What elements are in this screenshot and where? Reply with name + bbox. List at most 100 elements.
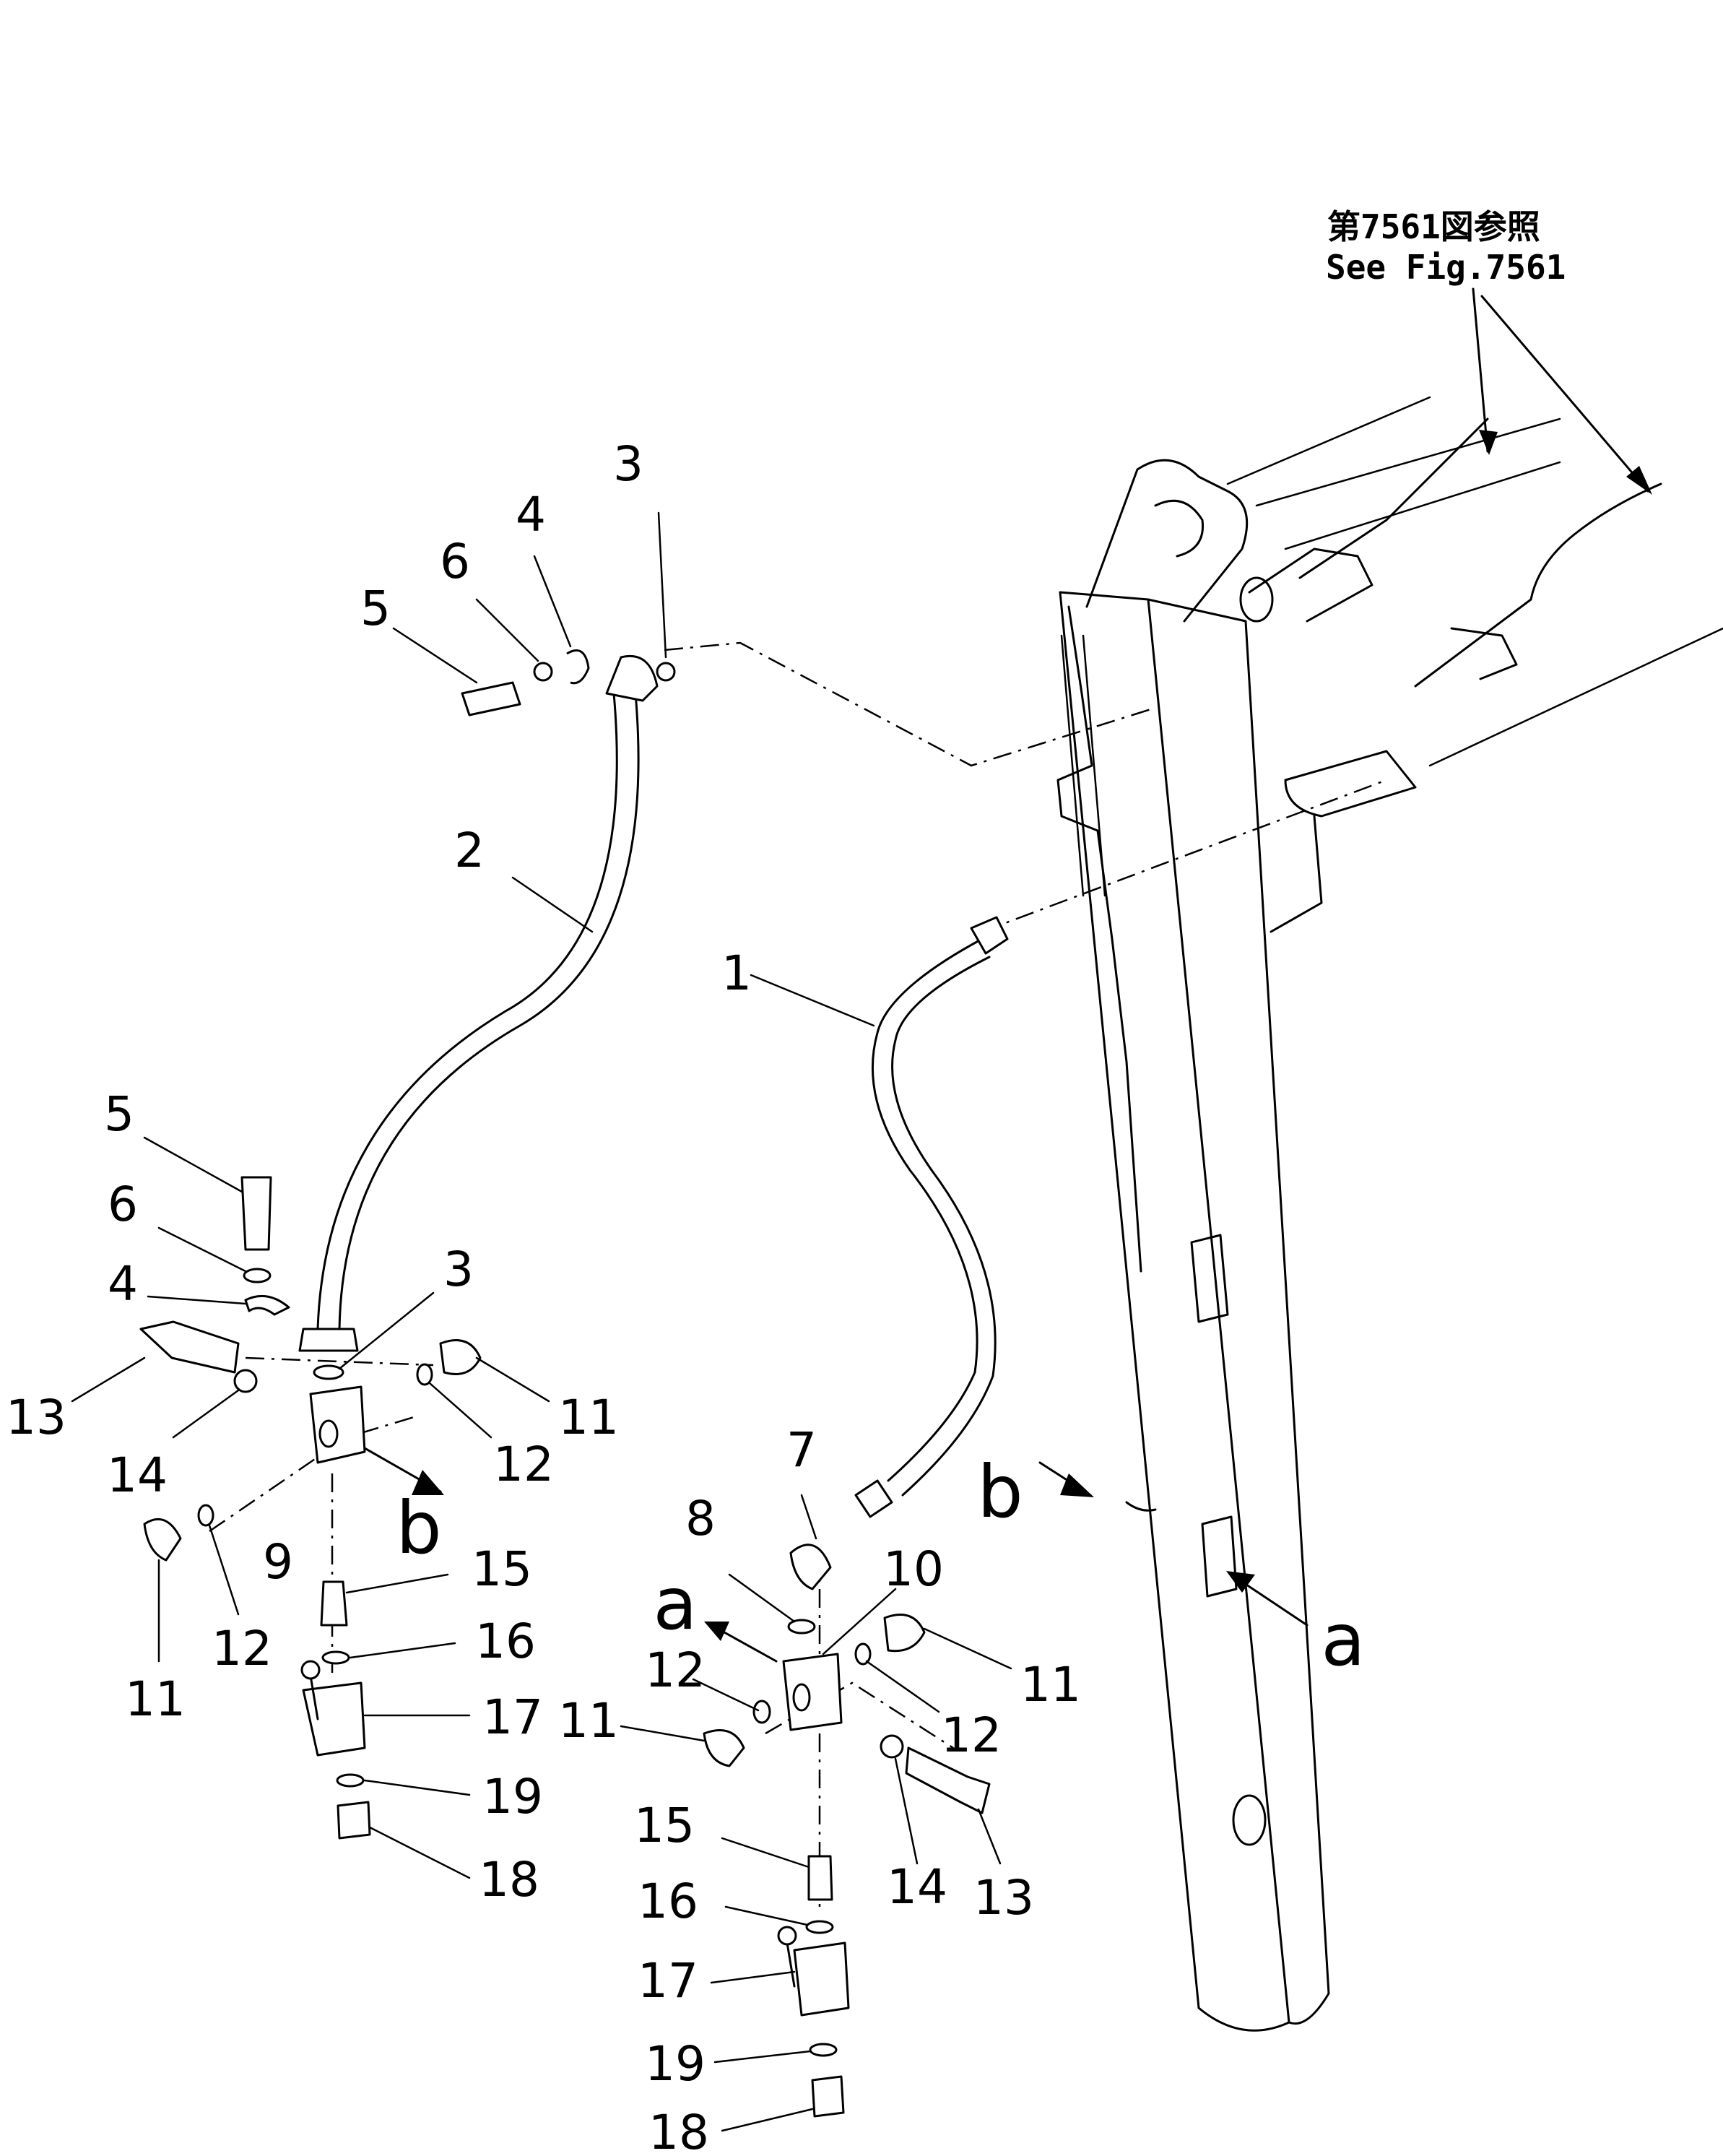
washer-6-top — [533, 662, 553, 682]
block-9-port — [318, 1419, 339, 1448]
assembly-lines — [209, 641, 1387, 1914]
valve-17-left-knob — [300, 1660, 321, 1680]
clamp-bracket — [1450, 627, 1518, 680]
leader-4-top — [533, 555, 572, 648]
centerline-left-h — [245, 1356, 434, 1367]
leader-14-right — [894, 1757, 919, 1865]
plug-18-left — [337, 1801, 371, 1840]
boom-arm — [1056, 396, 1723, 2032]
leader-15-right — [721, 1837, 810, 1869]
valve-17-right-lever — [786, 1941, 796, 1988]
oring-3-left — [313, 1364, 344, 1380]
centerline-hose1-top — [981, 779, 1387, 933]
oring-8 — [787, 1619, 816, 1635]
oring-12-left-top — [416, 1363, 433, 1386]
hose-2-outer — [316, 692, 618, 1330]
bolt-5-left — [240, 1176, 272, 1251]
callout-17-left: 17 — [482, 1689, 543, 1745]
arm-tab-1 — [1190, 1234, 1229, 1323]
hose-2-elbow-top — [605, 654, 659, 702]
leader-5-top — [392, 627, 478, 684]
leader-19-left — [363, 1779, 471, 1796]
callout-19-right: 19 — [645, 2036, 706, 2092]
bolt-13-left — [139, 1320, 240, 1374]
oring-16-left — [321, 1650, 350, 1665]
leader-19-right — [713, 2050, 812, 2064]
valve-17-right-knob — [777, 1926, 797, 1946]
block-10 — [782, 1653, 843, 1731]
oring-19-right — [809, 2043, 838, 2057]
callout-numbers: 1 2 3 4 5 6 5 6 4 3 13 14 9 11 12 11 12 … — [6, 436, 1081, 2156]
hose-1-outer — [871, 938, 984, 1482]
arm-top-pivot — [1085, 459, 1249, 623]
reference-en: See Fig.7561 — [1326, 248, 1566, 287]
boom-line-4 — [1428, 627, 1723, 767]
reference-note: 第7561図参照 See Fig.7561 — [1326, 207, 1652, 495]
reference-arrow-2 — [1480, 295, 1649, 493]
centerline-hose2-top — [664, 641, 1156, 767]
leader-3-left — [338, 1291, 435, 1370]
leader-11-right-left — [620, 1725, 706, 1742]
left-block-assembly — [139, 649, 676, 1840]
leader-12-left-bot — [208, 1524, 240, 1616]
arrow-b-right-head — [1060, 1473, 1094, 1497]
oring-16-right — [805, 1920, 834, 1934]
callout-3-left: 3 — [443, 1242, 474, 1297]
boom-line-2 — [1255, 417, 1561, 507]
callout-11-left-bot: 11 — [125, 1671, 186, 1727]
reference-jp: 第7561図参照 — [1327, 207, 1540, 246]
hose-1-fitting-top — [970, 916, 1009, 955]
elbow-7 — [789, 1544, 832, 1590]
plug-11-left-bot — [143, 1518, 182, 1562]
plug-11-left-top — [439, 1339, 482, 1375]
boom-line-1 — [1226, 396, 1431, 485]
marker-b-right: b — [977, 1450, 1023, 1534]
leader-5-left — [143, 1136, 243, 1193]
leader-12-right-top — [865, 1660, 940, 1713]
callout-11-left-top: 11 — [558, 1390, 619, 1445]
leader-8 — [728, 1573, 796, 1623]
reference-arrowhead-1 — [1479, 430, 1498, 455]
pivot-boss — [1154, 499, 1205, 558]
callout-4-left: 4 — [108, 1256, 138, 1312]
leader-13-left — [71, 1356, 146, 1403]
callout-4-top: 4 — [516, 487, 546, 542]
washer-14-left — [233, 1369, 258, 1393]
callout-17-right: 17 — [638, 1953, 698, 2009]
block-10-port — [792, 1683, 811, 1712]
valve-17-right — [793, 1941, 850, 2017]
plug-11-right-left — [703, 1729, 745, 1767]
hose-1-inner — [891, 956, 997, 1497]
callout-12-right-top: 12 — [941, 1707, 1002, 1763]
bolt-13-right — [905, 1746, 991, 1814]
boom-line-3 — [1284, 461, 1561, 550]
callout-5-left: 5 — [104, 1086, 134, 1142]
callout-15-left: 15 — [472, 1541, 532, 1597]
callout-8: 8 — [685, 1491, 716, 1546]
reference-arrowhead-2 — [1626, 466, 1652, 495]
callout-15-right: 15 — [634, 1798, 695, 1853]
callout-12-left-bot: 12 — [212, 1621, 272, 1676]
leader-6-left — [157, 1226, 247, 1273]
callout-6-top: 6 — [440, 534, 470, 589]
hose-2-inner — [338, 692, 640, 1330]
callout-16-left: 16 — [475, 1614, 536, 1669]
pin-bracket — [1248, 547, 1373, 623]
leader-4-left — [147, 1295, 247, 1305]
valve-17-left — [302, 1681, 366, 1757]
arm-hole — [1232, 1794, 1267, 1846]
right-block-assembly — [703, 1544, 991, 2118]
arm-port — [1201, 1515, 1238, 1598]
arm-edge-detail — [1056, 605, 1142, 1273]
washer-6-left — [243, 1268, 272, 1283]
callout-18-left: 18 — [479, 1852, 539, 1908]
callout-12-right-left: 12 — [645, 1642, 706, 1698]
leader-3-top — [657, 511, 667, 659]
arm-mid-bracket — [1284, 750, 1417, 818]
valve-17-left-lever — [309, 1674, 319, 1720]
arrow-a-left-head — [704, 1622, 729, 1641]
hose-2-flange-bottom — [298, 1328, 359, 1352]
reference-pipe-2 — [1414, 482, 1662, 688]
marker-a-right: a — [1321, 1598, 1365, 1682]
